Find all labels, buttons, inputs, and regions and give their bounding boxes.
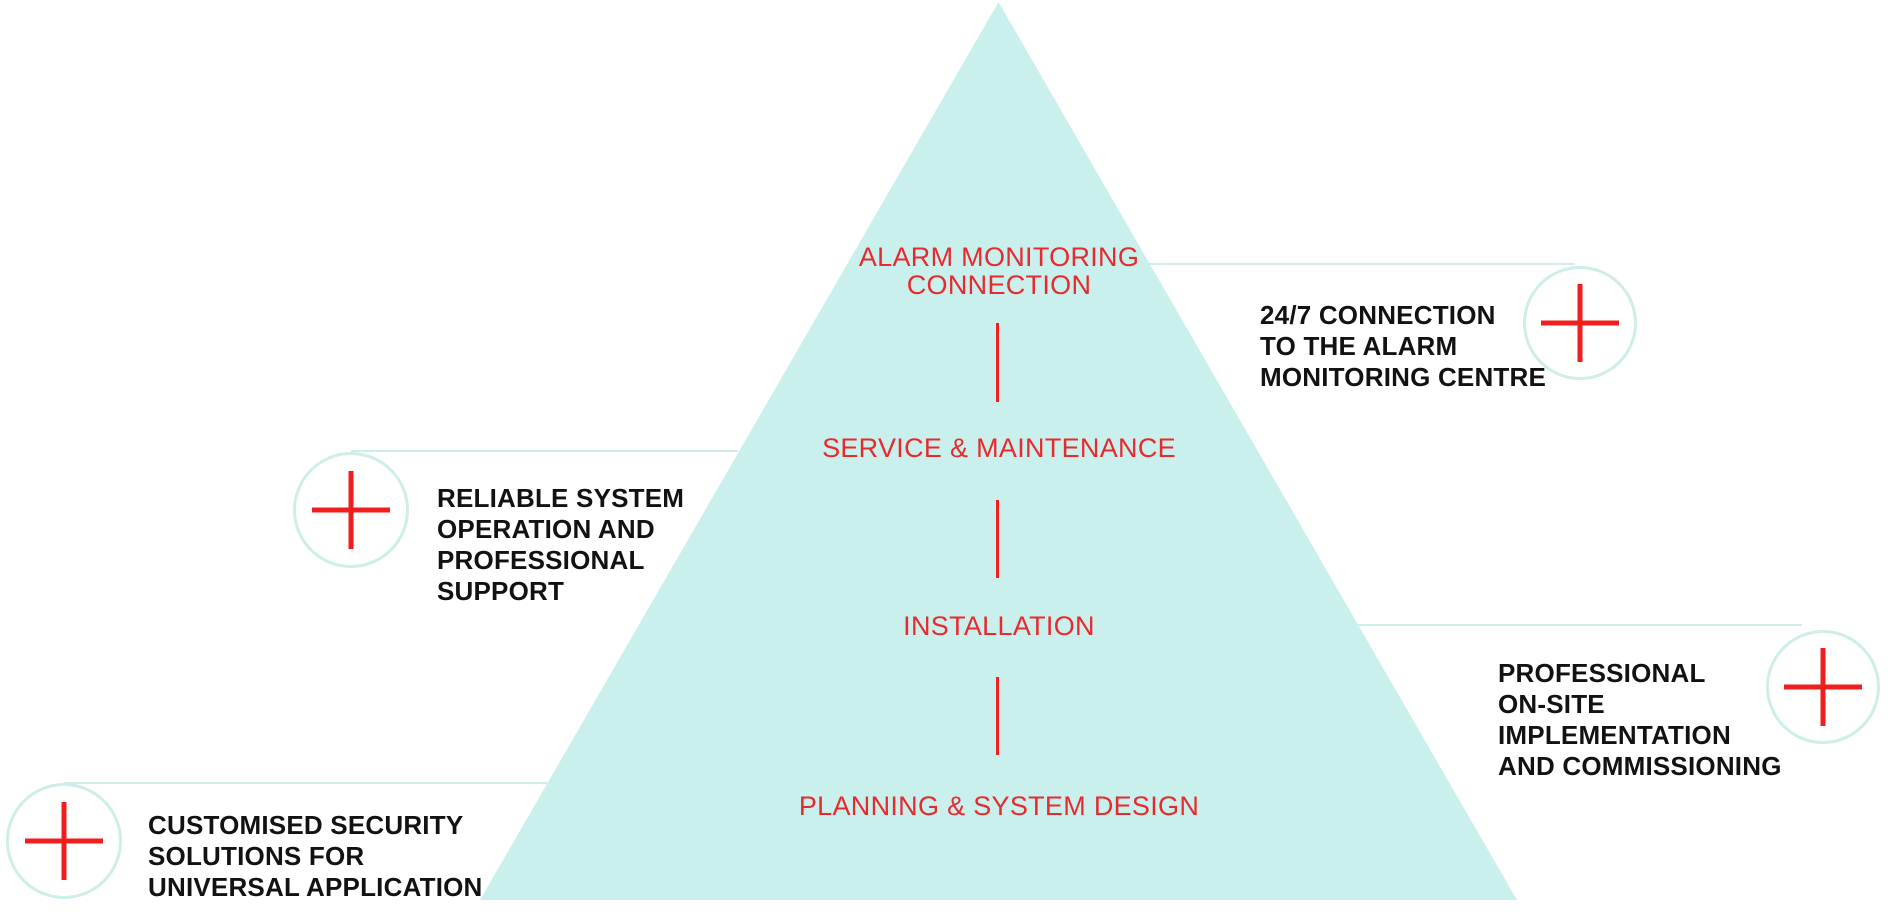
- annotation-24-7-connection: 24/7 CONNECTION TO THE ALARM MONITORING …: [1260, 300, 1547, 392]
- connector-line: [1356, 624, 1802, 626]
- annotation-professional-on-site: PROFESSIONAL ON-SITE IMPLEMENTATION AND …: [1498, 658, 1782, 781]
- plus-icon-horizontal-bar: [312, 507, 390, 513]
- plus-circle-icon: [293, 452, 409, 568]
- connector-line: [64, 782, 547, 784]
- plus-circle-icon: [1766, 630, 1880, 744]
- level-divider-line: [996, 500, 999, 578]
- connector-line: [1147, 263, 1575, 265]
- plus-icon-horizontal-bar: [1541, 320, 1619, 326]
- annotation-customised-security: CUSTOMISED SECURITY SOLUTIONS FOR UNIVER…: [148, 810, 483, 902]
- connector-line: [351, 450, 738, 452]
- plus-circle-icon: [1523, 266, 1637, 380]
- pyramid-level-installation: INSTALLATION: [903, 611, 1095, 641]
- pyramid-level-planning-system-design: PLANNING & SYSTEM DESIGN: [798, 791, 1200, 821]
- plus-icon-horizontal-bar: [25, 838, 103, 844]
- level-divider-line: [996, 677, 999, 755]
- plus-icon-horizontal-bar: [1784, 684, 1862, 690]
- plus-circle-icon: [6, 783, 122, 899]
- annotation-reliable-system-operation: RELIABLE SYSTEM OPERATION AND PROFESSION…: [437, 483, 685, 606]
- pyramid-level-service-maintenance: SERVICE & MAINTENANCE: [822, 433, 1176, 463]
- level-divider-line: [996, 323, 999, 402]
- pyramid-level-alarm-monitoring-connection: ALARM MONITORING CONNECTION: [858, 242, 1140, 300]
